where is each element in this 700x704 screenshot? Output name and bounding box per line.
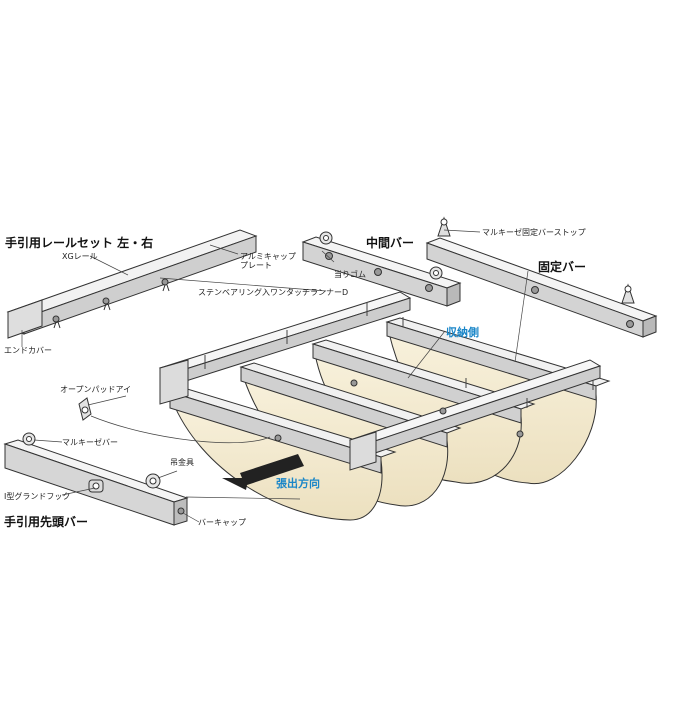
leader-lines [21,229,529,523]
label-end-cover: エンドカバー [4,346,52,355]
label-xg-rail: XGレール [62,252,98,261]
label-head-bar: 手引用先頭バー [4,515,89,529]
label-marquee-bar: マルキーゼバー [62,438,118,447]
fabric-panel-front [171,399,383,521]
label-alumi-cap: アルミキャップ プレート [240,252,296,270]
label-fixed-stop: マルキーゼ固定バーストップ [482,228,586,237]
label-open-pad-eye: オープンパッドアイ [60,385,132,394]
label-bumper: 当りゴム [334,270,366,279]
label-middle-bar: 中間バー [366,236,415,250]
label-bar-cap: バーキャップ [198,518,246,527]
label-extend-dir: 張出方向 [276,477,320,490]
head-bar [3,432,189,526]
open-pad-eye [78,397,92,421]
label-hanger: 吊金具 [170,458,194,467]
extend-arrow [222,454,304,490]
fixed-bar [425,216,658,338]
hand-rail-set [6,229,258,339]
label-runner: ステンベアリング入ワンタッチランナーD [198,288,349,297]
awning-assembly [158,291,611,521]
label-rail-set: 手引用レールセット 左・右 [5,236,154,250]
bar-cap-dot [177,507,185,515]
label-storage-side: 収納側 [446,326,479,339]
label-ground-hook: I型グランドフック [4,492,71,501]
fixed-bar-stop-bracket [437,216,451,237]
end-cover-shape [7,299,43,339]
label-fixed-bar: 固定バー [538,260,587,274]
middle-bar [301,231,462,307]
